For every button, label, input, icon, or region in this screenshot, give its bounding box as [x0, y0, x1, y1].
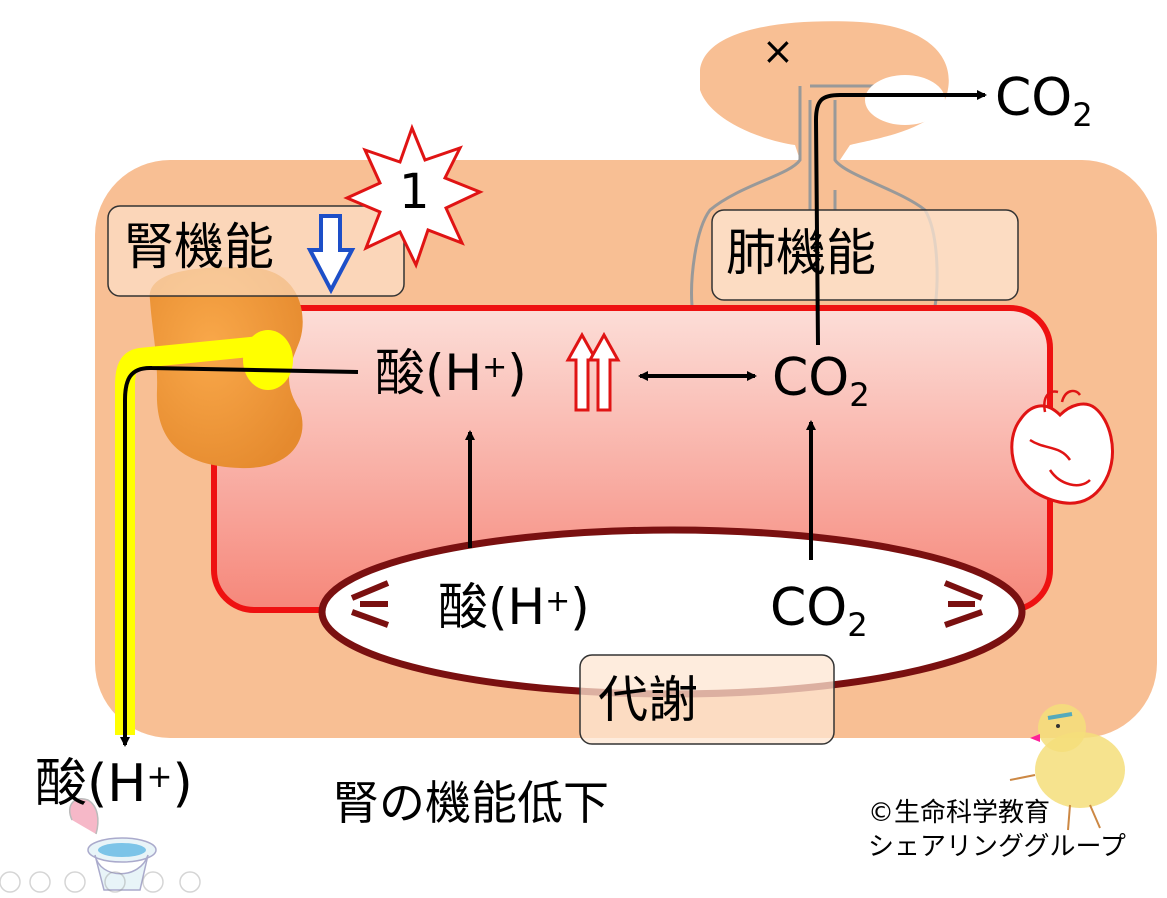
metabolism-label: 代謝: [598, 671, 698, 729]
lung-function-label: 肺機能: [726, 224, 876, 282]
blood-co2-label: CO2: [772, 348, 870, 415]
exhaled-co2-label: CO2: [995, 68, 1093, 135]
lung-function-box: [711, 209, 1019, 301]
chick-icon: [1009, 704, 1125, 831]
double-up-arrow-icon: [565, 331, 599, 412]
toilet-icon: [68, 798, 157, 891]
kidney-function-label: 腎機能: [124, 218, 274, 276]
heart-icon: [1010, 389, 1114, 505]
slide-toolbar: [0, 871, 201, 893]
metabolism-co2-label: CO2: [770, 578, 868, 645]
copyright-line-1: ©生命科学教育: [868, 798, 1051, 828]
diagram-title: 腎の機能低下: [333, 776, 609, 830]
metabolism-acid-label: 酸(H+): [438, 578, 590, 636]
x-mark: ×: [762, 29, 794, 73]
down-arrow-icon: [306, 214, 356, 295]
metabolism-box: [579, 654, 835, 745]
blood-acid-label: 酸(H+): [375, 344, 527, 402]
copyright-line-2: シェアリンググループ: [868, 832, 1126, 862]
burst-number: 1: [399, 164, 430, 220]
burst-icon: [343, 123, 484, 269]
excreted-acid-label: 酸(H+): [35, 754, 193, 814]
